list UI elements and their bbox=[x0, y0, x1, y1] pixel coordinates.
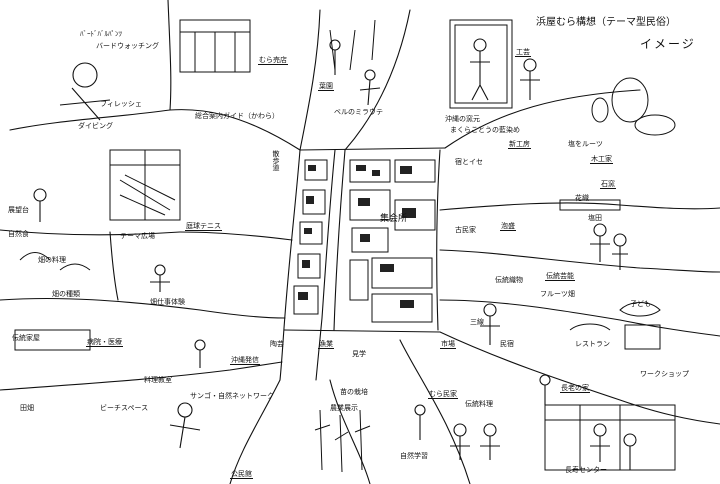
label-village-hall: 公民館 bbox=[230, 470, 253, 479]
label-mura-house: むら民家 bbox=[428, 390, 458, 399]
line-left-3 bbox=[0, 297, 286, 319]
label-hermit: 花織 bbox=[575, 194, 589, 202]
line-left-2 bbox=[179, 231, 293, 241]
line-bottom-center bbox=[329, 379, 371, 484]
label-pottery: 陶芸 bbox=[270, 340, 284, 348]
label-kiln: 石窯 bbox=[600, 180, 616, 189]
line-left-4 bbox=[0, 361, 283, 391]
label-birdpants: ﾊﾞｰﾄﾞﾊﾞﾙﾊﾟﾝﾂ bbox=[80, 30, 122, 38]
label-inn: 宿とイセ bbox=[455, 158, 483, 166]
label-hospital: 病院・医療 bbox=[86, 338, 123, 347]
label-sanshin: 三線 bbox=[470, 318, 484, 326]
label-elder-center: 長寿センター bbox=[565, 466, 607, 474]
label-workshop: ワークショップ bbox=[640, 370, 689, 378]
label-bulb-farm: ベルのミラウテ bbox=[334, 108, 383, 116]
line-topleft-1 bbox=[9, 109, 171, 131]
label-guide: 総合案内ガイド（かわら） bbox=[195, 112, 279, 120]
label-brewery: 泡盛 bbox=[500, 222, 516, 231]
side-street-east bbox=[436, 149, 441, 331]
label-kids: 子ども bbox=[630, 300, 651, 308]
label-garden: フルーツ畑 bbox=[540, 290, 575, 298]
line-top-center2 bbox=[344, 9, 411, 151]
line-right-1 bbox=[439, 202, 720, 211]
label-salt-farm: 塩田 bbox=[588, 214, 602, 222]
label-tennis: 庭球テニス bbox=[185, 222, 222, 231]
line-bottom-center2 bbox=[229, 379, 281, 484]
label-natural-food: 自然食 bbox=[8, 230, 29, 238]
label-festival: 伝統芸能 bbox=[545, 272, 575, 281]
main-street-west-edge bbox=[279, 149, 301, 381]
cross-street-top bbox=[299, 147, 446, 151]
label-sea-space: ビーチスペース bbox=[100, 404, 149, 412]
label-mura-shop: むら売店 bbox=[258, 56, 288, 65]
line-mid-left-v bbox=[109, 231, 119, 301]
image-label: イメージ bbox=[640, 37, 696, 51]
label-nature-network: サンゴ・自然ネットワーク bbox=[190, 392, 274, 400]
label-old-house: 古民家 bbox=[455, 226, 476, 234]
label-nursery: 苗の栽培 bbox=[340, 388, 368, 396]
label-okinawa-craft: 沖縄の窯元 bbox=[445, 115, 480, 123]
label-fishery: 漁業 bbox=[318, 340, 334, 349]
label-crafts: 工芸 bbox=[515, 48, 531, 57]
label-nature-school: 自然学習 bbox=[400, 452, 428, 460]
label-theme-field: テーマ広場 bbox=[120, 232, 155, 240]
side-street-west bbox=[333, 149, 346, 331]
label-path: 散歩道 bbox=[272, 150, 280, 171]
label-farm-kitchen: 畑の料理 bbox=[38, 256, 66, 264]
label-farm-experience: 畑仕事体験 bbox=[150, 298, 185, 306]
line-top-center bbox=[299, 9, 321, 151]
label-tradition-house: 伝統家屋 bbox=[12, 334, 40, 342]
label-market: 市場 bbox=[440, 340, 456, 349]
main-street-east-edge bbox=[315, 149, 336, 381]
label-agriculture: 畑の種類 bbox=[52, 290, 80, 298]
line-bottom-center3 bbox=[399, 339, 471, 484]
line-left-1 bbox=[0, 229, 181, 236]
line-right-2 bbox=[439, 249, 720, 273]
label-restaurant: レストラン bbox=[575, 340, 610, 348]
label-fields: 田畑 bbox=[20, 404, 34, 412]
label-salt: 塩をルーツ bbox=[568, 140, 603, 148]
cross-street-bottom bbox=[283, 329, 441, 333]
label-field-tour: 見学 bbox=[352, 350, 366, 358]
label-lodging: 民宿 bbox=[500, 340, 514, 348]
label-observatory: 展望台 bbox=[8, 206, 29, 214]
label-cooking: 料理教室 bbox=[144, 376, 172, 384]
label-bird-watching: バードウォッチング bbox=[96, 42, 159, 50]
label-hall: 集会所 bbox=[380, 214, 408, 224]
line-right-3 bbox=[439, 299, 720, 337]
label-okinawa-info: 沖縄発信 bbox=[230, 356, 260, 365]
label-elder-house: 長老の家 bbox=[560, 384, 590, 393]
label-traditional-meal: 伝統料理 bbox=[465, 400, 493, 408]
line-topleft-2 bbox=[169, 109, 301, 151]
label-shinkan: 新工房 bbox=[508, 140, 531, 149]
label-weaving: 伝統織物 bbox=[495, 276, 523, 284]
line-bottom-right bbox=[439, 331, 720, 425]
line-top-left-v bbox=[167, 0, 172, 111]
line-topright-1 bbox=[444, 89, 641, 149]
map-title: 浜屋むら構想（テーマ型民俗） bbox=[536, 17, 676, 28]
label-okinawa-textile: まくらことうの藍染め bbox=[450, 126, 520, 134]
label-community: 農業展示 bbox=[330, 404, 358, 412]
label-diving: ダイビング bbox=[78, 122, 113, 130]
label-plants: 葉園 bbox=[318, 82, 334, 91]
label-wood: 木工家 bbox=[590, 155, 613, 164]
label-seaside: フィレッシェ bbox=[100, 100, 142, 108]
